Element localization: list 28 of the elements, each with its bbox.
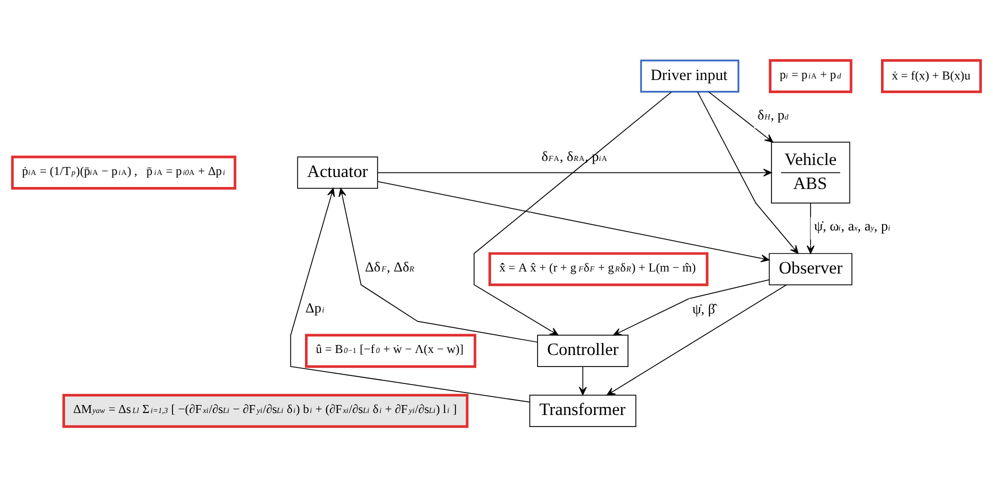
- arrow: [378, 168, 772, 176]
- arrow: [613, 278, 770, 336]
- edge-label: ΔδF, ΔδR: [364, 260, 414, 276]
- node-box: Driver input: [640, 59, 740, 92]
- node-box: Actuator: [297, 156, 378, 188]
- arrow: [338, 188, 538, 342]
- arrow: [697, 91, 799, 254]
- node-box: Vehicle ABS: [771, 141, 850, 203]
- edge-label: Δpi: [305, 300, 324, 316]
- arrow: [378, 180, 770, 262]
- node-box: Observer: [768, 252, 852, 285]
- arrow: [474, 91, 672, 336]
- arrow: [606, 284, 787, 396]
- node-box: x̂̇ = A x̂ + (r + gFδF + gRδR) + L(m − m̂): [488, 252, 708, 286]
- node-box: ẋ = f(x) + B(x)u: [881, 58, 982, 93]
- edge-label: ψ̇, β̂: [692, 302, 716, 317]
- node-box: û = B0−1 [−f0 + ẇ − Λ(x − w)]: [305, 333, 476, 368]
- node-box: ṗiA = (1/Tp)(p̄iA − piA) , p̄iA = pi0A + Δpi: [11, 155, 236, 190]
- node-box: Transformer: [529, 394, 636, 426]
- edge-label: ψ̇, ωi, ax, ay, pi: [814, 219, 890, 234]
- arrow: [708, 90, 774, 142]
- arrow: [290, 188, 530, 402]
- edge-label: δH, pd: [758, 108, 788, 123]
- node-box: ΔMyaw = ΔsLl Σi=1,3 [ −(∂Fxi/∂sLi − ∂Fyi/∂sLi δi) bi + (∂Fxi/∂sLi δi + ∂Fyi/∂sLi) li ]: [62, 393, 468, 428]
- node-box: pi = piA + pd: [768, 58, 852, 93]
- node-box: Controller: [537, 334, 628, 366]
- arrow: [578, 366, 587, 395]
- arrow: [806, 202, 815, 254]
